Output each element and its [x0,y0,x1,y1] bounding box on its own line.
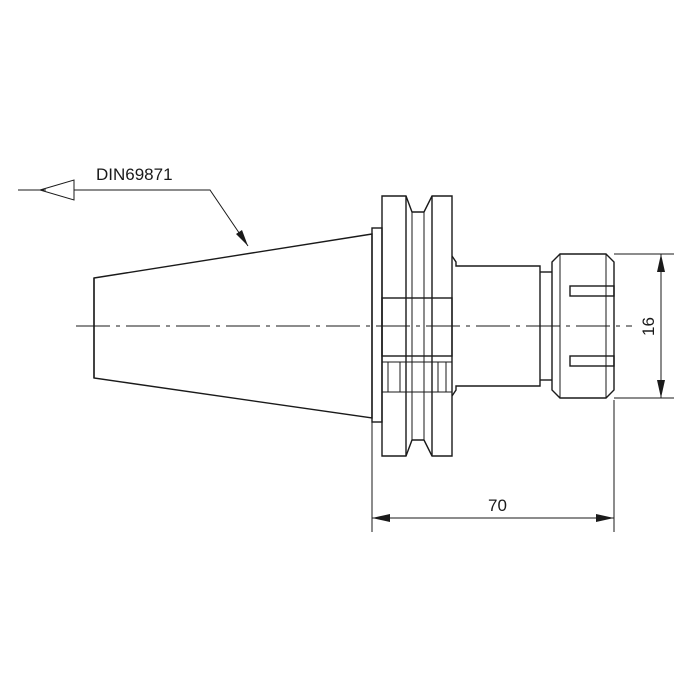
length-arrow-right-icon [596,514,614,522]
flange [371,195,453,457]
leader-arrowhead-icon [236,230,248,246]
diameter-arrow-bottom-icon [657,380,665,398]
standard-reference: DIN69871 [18,165,249,247]
standard-label: DIN69871 [96,165,173,184]
reference-leader-line [74,189,249,247]
flange-seat [371,227,383,423]
length-dimension: 70 [371,400,615,532]
nut-slot-upper [569,285,615,297]
flange-drive-slot [381,297,453,357]
nut-slot-lower [569,355,615,367]
diameter-dimension-label: 16 [639,317,658,336]
length-dimension-label: 70 [488,496,507,515]
length-arrow-left-icon [372,514,390,522]
diameter-dimension: 16 [614,253,674,399]
diameter-arrow-top-icon [657,254,665,272]
nut-outline [551,253,615,399]
